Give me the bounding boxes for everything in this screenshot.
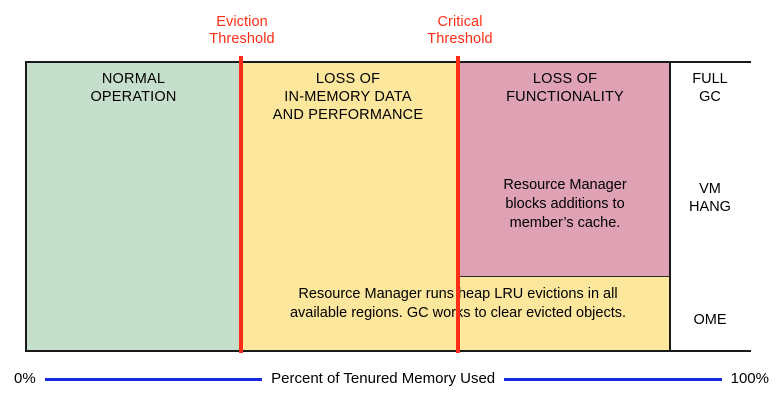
note-resource-manager-blocks: Resource Manager blocks additions to mem…: [503, 177, 627, 231]
axis-rule-right: [504, 377, 722, 381]
axis-min-label: 0%: [14, 370, 36, 387]
percent-memory-axis: 0% Percent of Tenured Memory Used 100%: [0, 362, 783, 396]
note-resource-manager-evictions: Resource Manager runs heap LRU evictions…: [289, 286, 627, 321]
status-label-vm-hang: VM HANG: [689, 181, 731, 215]
jvm-status-column: [669, 63, 753, 350]
critical-threshold-line: [456, 56, 460, 353]
band-normal-operation: [27, 63, 243, 350]
status-label-ome: OME: [693, 312, 727, 328]
status-label-full-gc: FULL GC: [692, 71, 728, 105]
eviction-threshold-line: [239, 56, 243, 353]
band-label-loss-of-functionality: LOSS OF FUNCTIONALITY: [506, 71, 624, 105]
axis-title: Percent of Tenured Memory Used: [271, 370, 496, 387]
axis-rule-left: [44, 377, 263, 381]
critical-threshold-label: Critical Threshold: [427, 14, 493, 47]
band-label-normal-operation: NORMAL OPERATION: [90, 71, 177, 105]
memory-band-chart: [25, 61, 753, 352]
band-loss-of-functionality: [460, 63, 669, 277]
eviction-threshold-label: Eviction Threshold: [209, 14, 275, 47]
axis-max-label: 100%: [730, 370, 769, 387]
band-label-loss-of-in-memory-data: LOSS OF IN-MEMORY DATA AND PERFORMANCE: [272, 71, 424, 123]
